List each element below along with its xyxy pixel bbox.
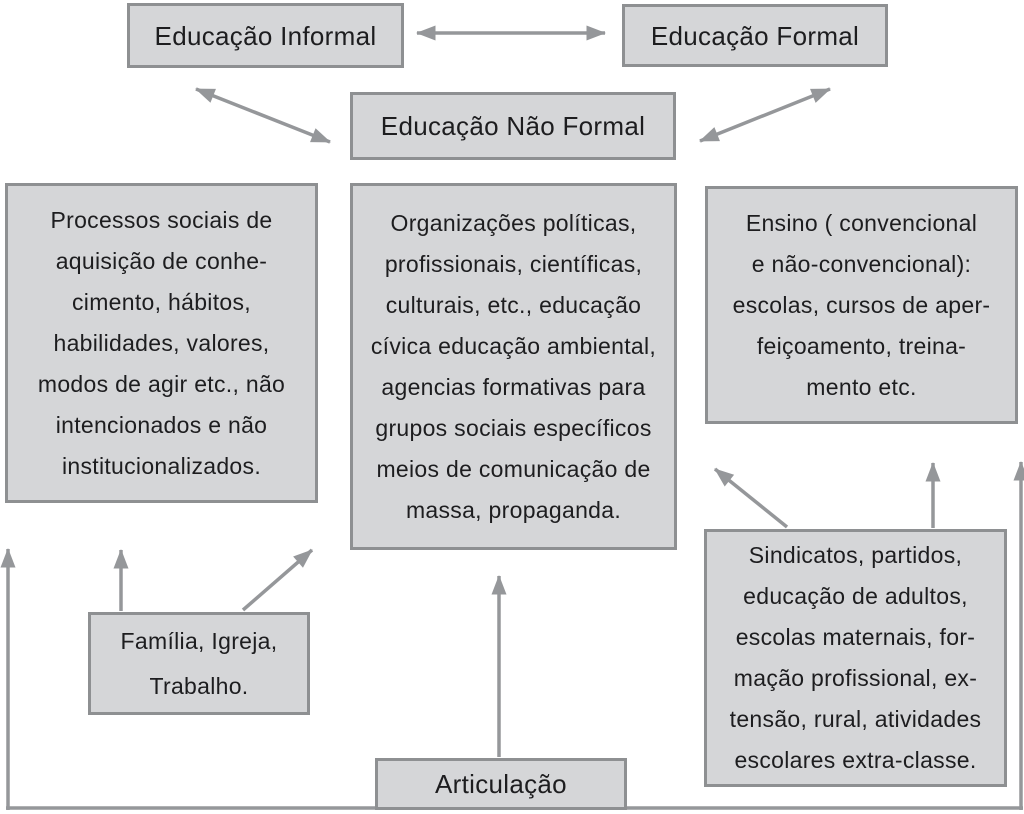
educacao-informal-label: Educação Informal <box>154 20 377 51</box>
box-educacao-informal: Educação Informal <box>127 3 404 68</box>
box-ensino: Ensino ( convencional e não-convencional… <box>705 186 1018 424</box>
organizacoes-text: Organizações políticas, profissionais, c… <box>370 209 657 523</box>
box-organizacoes: Organizações políticas, profissionais, c… <box>350 183 677 550</box>
edge-familia-processos-diagonal <box>241 548 314 612</box>
box-educacao-nao-formal: Educação Não Formal <box>350 92 676 160</box>
edge-nao-formal-formal <box>699 87 831 143</box>
box-educacao-formal: Educação Formal <box>622 4 888 67</box>
edge-informal-nao-formal <box>195 87 331 144</box>
box-processos-sociais: Processos sociais de aquisição de conhe-… <box>5 183 318 503</box>
educacao-formal-label: Educação Formal <box>650 20 860 51</box>
processos-sociais-text: Processos sociais de aquisição de conhe-… <box>37 206 286 479</box>
box-familia: Família, Igreja, Trabalho. <box>88 612 310 715</box>
edge-sindicatos-ensino-diagonal <box>713 467 789 529</box>
articulacao-label: Articulação <box>435 769 567 799</box>
box-sindicatos: Sindicatos, partidos, educação de adulto… <box>704 529 1007 787</box>
educacao-nao-formal-label: Educação Não Formal <box>380 111 646 141</box>
box-articulacao: Articulação <box>375 758 627 810</box>
familia-text: Família, Igreja, Trabalho. <box>120 627 278 699</box>
sindicatos-text: Sindicatos, partidos, educação de adulto… <box>729 542 982 773</box>
ensino-text: Ensino ( convencional e não-convencional… <box>732 209 991 400</box>
